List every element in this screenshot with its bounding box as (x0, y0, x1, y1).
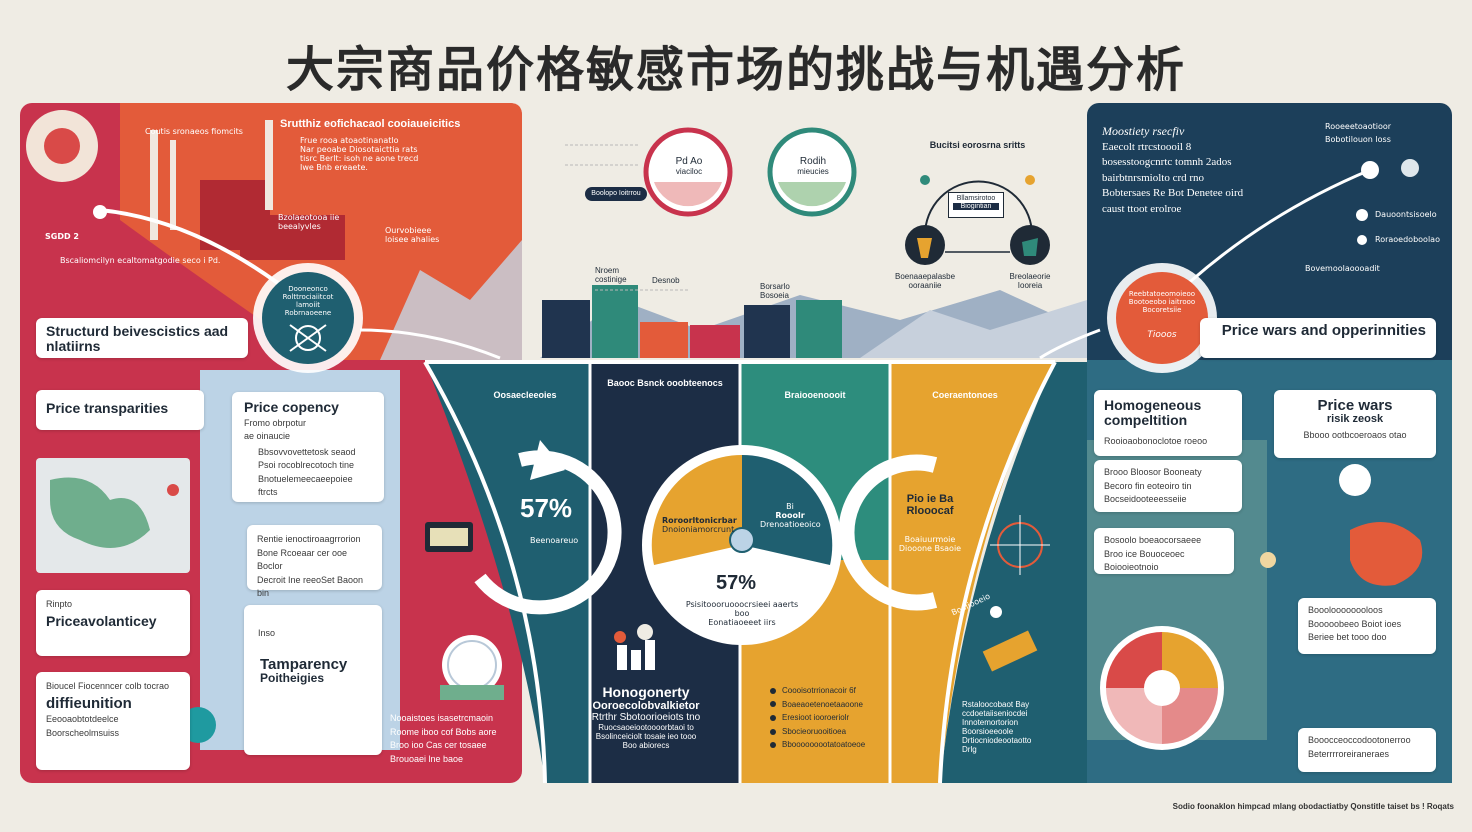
pct-left-sub: Beenoareuo (530, 536, 579, 545)
cycle-box: Bllamsirotoo Biogintian (948, 192, 1004, 218)
center-pill: Boolopo Ioitrrou (585, 187, 647, 201)
c-arc (838, 454, 938, 611)
top-left-code: SGDD 2 (45, 232, 79, 241)
right-card-4: Bosoolo boeaocorsaeee Broo ice Bouoceoec… (1094, 528, 1234, 574)
right-meat-illustration (1350, 522, 1423, 586)
transparency-card: Inso Tamparency Poitheigies (244, 605, 382, 755)
pie-slice-right (742, 454, 833, 565)
right-hub (1116, 272, 1208, 364)
homogeneity-block: Honogonerty Ooroecolobvalkietor Rtrthr S… (591, 684, 701, 750)
pie-right-label: Bi Rooolr Drenoatioeoico (760, 502, 821, 529)
pie-left-label: Roroorltonicrbar Dnoioniamorcrunt (662, 516, 737, 534)
structural-banner: Structurd beivescistics aad nlatiirns (36, 318, 248, 358)
price-wars-banner: Price wars and opperinnities (1200, 318, 1436, 358)
price-wars-card: Price wars risik zeosk Bbooo ootbcoeroao… (1274, 390, 1436, 458)
left-mountain (380, 240, 522, 360)
factory-illustration (150, 120, 345, 260)
tr-item-4: Roraoedoboolao (1375, 235, 1440, 244)
cycle-right-caption: Breolaeorie Iooreia (1009, 272, 1051, 290)
cycle-arrow (474, 450, 622, 615)
top-right-lines: Eaecolt rtrcstoooil 8 bosesstoogcnrtc to… (1102, 141, 1244, 215)
map-shape (50, 477, 150, 548)
right-hub-text: Reebtatoeomoieoo Bootoeobo iaitrooo Boco… (1128, 290, 1196, 340)
tr-item-3: Dauoontsisoelo (1375, 210, 1437, 219)
ticket-icon (982, 630, 1038, 672)
left-middle-bottom-text: Nooaistoes isasetrcmaoin Roome iboo cof … (390, 713, 497, 764)
tr-item-1: Rooeeetoaotioor (1325, 122, 1392, 131)
top-right-heading: Moostiety rsecfiv (1102, 124, 1185, 138)
pie-bottom-text: Psisitoooruooocrsieei aaerts boo Eonatia… (685, 600, 799, 627)
gauge-1-text: Pd Ao viaciloc (675, 156, 703, 176)
pct-right-label: Pio ie Ba Rlooocaf (906, 493, 954, 517)
col-head-3: Braiooenoooit (784, 390, 846, 400)
rent-info-card: Rentie ienoctiroaagrrorion Bone Rcoeaar … (247, 525, 382, 598)
cycle-left-caption: Boenaaepalasbe ooraaniie (895, 272, 956, 290)
col-head-4: Coeraentonoes (932, 390, 998, 400)
right-column-text: Rstaloocobaot Bay ccdoetaiiseniocdei Inn… (962, 700, 1032, 754)
price-volatility-card: Rinpto Priceavolanticey (36, 590, 190, 656)
top-left-heading: Srutthiz eofichacaol cooiaueicitics (280, 118, 461, 130)
right-card-6: Booocceoccodootonerroo Beterrrroreiraner… (1298, 728, 1436, 772)
pct-center: 57% (716, 572, 757, 594)
pie-slice-left (651, 454, 742, 565)
top-left-lines: Frue rooa atoaotinanatlo Nar peoabe Dios… (300, 136, 419, 172)
col-head-2: Baooc Bsnck ooobteenocs (607, 378, 723, 388)
page-title: 大宗商品价格敏感市场的挑战与机遇分析 (285, 42, 1186, 98)
col-right-teal (940, 362, 1087, 783)
top-left-bottom-text: Bscaliomcilyn ecaltomatgodie seco i Pd. (60, 256, 221, 265)
homogeneous-card: Homogeneous compeltition Rooioaobonoclot… (1094, 390, 1242, 456)
center-bullet-list: Coooisotrrionacoir 6f Boaeaoetenoetaaoon… (770, 684, 910, 752)
top-left-label: Coutis sronaeos fiomcits (145, 127, 243, 136)
cycle-title: Bucitsi eorosrna sritts (929, 140, 1026, 150)
price-transparency-card: Price transparities (36, 390, 204, 430)
col-head-1: Oosaecleeoies (493, 390, 557, 400)
tr-item-2: Bobotilouon loss (1325, 135, 1391, 144)
right-card-3: Brooo Bloosor Booneaty Becoro fin eoteoi… (1094, 460, 1242, 512)
left-hub-text: Dooneonco Rolttrociaiitcot lamoiit Robrn… (282, 285, 334, 317)
top-left-mid-label: Bzolaeotooa iie beealyvles (278, 213, 340, 231)
price-copency-card: Price copency Fromo obrpotur ae oinaucie… (232, 392, 384, 502)
bar-label-1: Nroem costinige (595, 266, 627, 284)
center-bar-chart (542, 285, 842, 358)
globe-icon (442, 635, 502, 695)
bar-label-2: Desnob (652, 276, 680, 285)
gauge-2-text: Rodih mieucies (797, 156, 829, 176)
right-card-5: Boooloooooooloos Booooobeeo Boiot ioes B… (1298, 598, 1436, 654)
cycle-arc (924, 180, 1033, 236)
left-hub (262, 272, 354, 364)
bar-label-3: Borsarlo Bosoeia (760, 282, 790, 300)
footer-credit: Sodio foonaklon himpcad mlang obodactiat… (1172, 802, 1454, 811)
tr-item-5: Bovemoolaoooadit (1305, 264, 1380, 273)
pct-right-sub: Boaiuurmoie Diooone Bsaoie (898, 535, 962, 553)
differentiation-card: Bioucel Fiocenncer colb tocrao diffieuni… (36, 672, 190, 770)
pct-left: 57% (520, 493, 573, 523)
top-left-right-label: Ourvobieee loisee ahalies (385, 226, 440, 244)
